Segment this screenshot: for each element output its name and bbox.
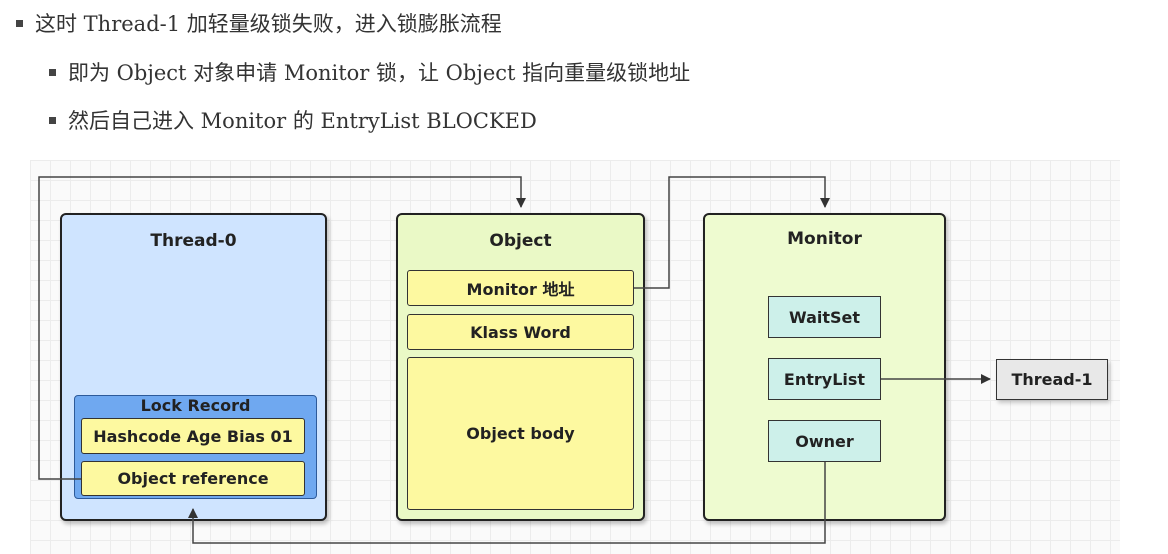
monitor-address-cell: Monitor 地址 bbox=[407, 270, 634, 306]
bullet-1-text: 这时 Thread-1 加轻量级锁失败，进入锁膨胀流程 bbox=[35, 12, 502, 36]
bullet-1: 这时 Thread-1 加轻量级锁失败，进入锁膨胀流程 bbox=[16, 11, 502, 37]
thread-0-title: Thread-0 bbox=[150, 231, 237, 251]
lock-record-title: Lock Record bbox=[140, 396, 251, 415]
klass-word-cell: Klass Word bbox=[407, 314, 634, 350]
object-reference-cell: Object reference bbox=[81, 461, 305, 496]
object-body-cell: Object body bbox=[407, 357, 634, 510]
entrylist-cell: EntryList bbox=[768, 358, 881, 400]
hashcode-age-bias-cell: Hashcode Age Bias 01 bbox=[81, 418, 305, 454]
bullet-square-icon bbox=[49, 117, 56, 124]
thread-1-box: Thread-1 bbox=[996, 359, 1108, 400]
bullet-square-icon bbox=[16, 20, 23, 27]
object-title: Object bbox=[489, 231, 552, 251]
bullet-3-text: 然后自己进入 Monitor 的 EntryList BLOCKED bbox=[68, 109, 537, 133]
bullet-2-text: 即为 Object 对象申请 Monitor 锁，让 Object 指向重量级锁… bbox=[68, 61, 691, 85]
owner-to-lock-record-arrow bbox=[188, 462, 826, 544]
bullet-2: 即为 Object 对象申请 Monitor 锁，让 Object 指向重量级锁… bbox=[49, 60, 690, 86]
monitor-address-to-monitor-arrow bbox=[634, 176, 830, 289]
bullet-3: 然后自己进入 Monitor 的 EntryList BLOCKED bbox=[49, 108, 537, 134]
monitor-title: Monitor bbox=[787, 229, 862, 249]
object-reference-to-object-arrow bbox=[38, 176, 526, 480]
bullet-square-icon bbox=[49, 69, 56, 76]
waitset-cell: WaitSet bbox=[768, 296, 881, 338]
owner-cell: Owner bbox=[768, 420, 881, 462]
